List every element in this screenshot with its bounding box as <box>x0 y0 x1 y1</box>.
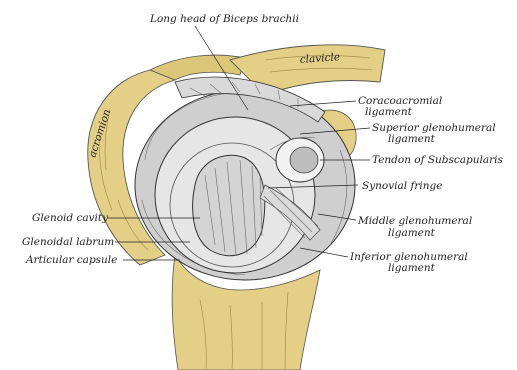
label-superior-gh-2: ligament <box>388 133 436 145</box>
label-middle-gh-2: ligament <box>388 227 436 239</box>
label-long-head-biceps: Long head of Biceps brachii <box>149 13 299 25</box>
label-articular-capsule: Articular capsule <box>25 254 117 266</box>
label-coracoacromial-2: ligament <box>365 106 413 118</box>
label-glenoidal-labrum: Glenoidal labrum <box>22 236 114 248</box>
label-middle-gh-1: Middle glenohumeral <box>357 215 472 227</box>
subscapularis-opening <box>276 138 324 182</box>
label-inferior-gh-2: ligament <box>388 262 436 274</box>
glenoid-cavity <box>193 155 265 255</box>
label-synovial-fringe: Synovial fringe <box>362 180 442 192</box>
label-glenoid-cavity: Glenoid cavity <box>32 212 109 224</box>
label-tendon-subscapularis: Tendon of Subscapularis <box>372 154 504 166</box>
